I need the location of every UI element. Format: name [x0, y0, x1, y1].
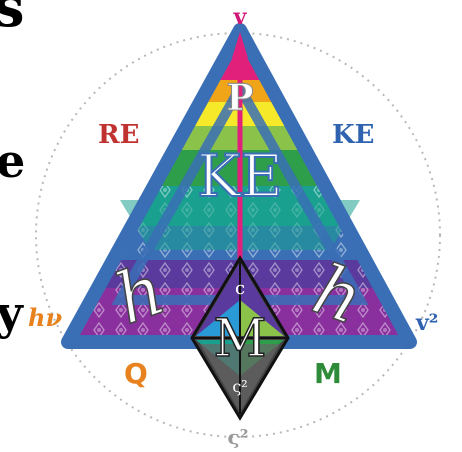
label-left-vertex: hν	[28, 303, 62, 332]
label-region-q: Q	[124, 357, 148, 390]
label-diamond-m: M	[213, 309, 266, 369]
label-center-ke: KE	[197, 142, 283, 210]
label-center-p: P	[226, 77, 253, 119]
label-diamond-bottom: ς²	[232, 377, 247, 396]
label-bottom: ς²	[228, 425, 249, 449]
label-region-m: M	[314, 357, 342, 390]
label-top-vertex: v	[233, 4, 248, 30]
label-region-re: RE	[98, 120, 139, 150]
label-diamond-top: c	[235, 278, 245, 299]
label-right-vertex: v²	[415, 310, 438, 336]
label-region-ke: KE	[332, 120, 374, 150]
